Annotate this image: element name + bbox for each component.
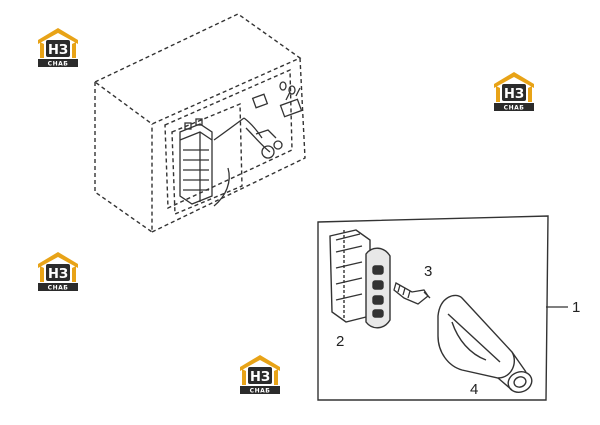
watermark-logo: НЗ СНАБ [38, 252, 78, 292]
logo-roof-icon [494, 72, 534, 88]
callout-2: 2 [336, 333, 344, 350]
housing-wiring [213, 81, 303, 207]
logo-text: НЗ [48, 43, 68, 58]
assembly-frame [317, 215, 549, 401]
dashed-housing-box [93, 13, 306, 234]
watermark-logo: НЗ СНАБ [240, 355, 280, 395]
logo-roof-icon [240, 355, 280, 371]
logo-subtext: СНАБ [504, 105, 525, 112]
callout-3: 3 [424, 263, 432, 280]
watermark-logo: НЗ СНАБ [494, 72, 534, 112]
logo-text: НЗ [48, 267, 68, 282]
logo-text: НЗ [504, 87, 524, 102]
boot-part-4 [437, 294, 533, 393]
logo-roof-icon [38, 252, 78, 268]
callout-4: 4 [470, 381, 478, 398]
watermark-logo: НЗ СНАБ [38, 28, 78, 68]
logo-subtext: СНАБ [48, 285, 69, 292]
terminal-part-3 [393, 282, 431, 305]
logo-subtext: СНАБ [250, 388, 271, 395]
logo-text: НЗ [250, 370, 270, 385]
housing-terminal-block [179, 118, 213, 205]
callout-1: 1 [572, 299, 580, 316]
switch-part-2 [329, 229, 391, 329]
logo-subtext: СНАБ [48, 61, 69, 68]
logo-roof-icon [38, 28, 78, 44]
